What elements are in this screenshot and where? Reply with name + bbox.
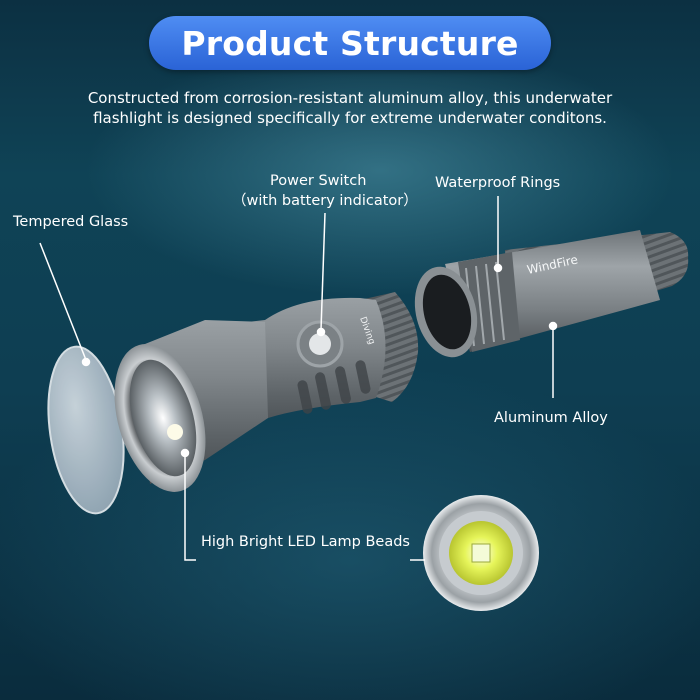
description-line-2: flashlight is designed specifically for … <box>93 109 607 127</box>
label-aluminum-alloy: Aluminum Alloy <box>494 410 608 426</box>
page-title: Product Structure <box>181 23 519 63</box>
product-description: Constructed from corrosion-resistant alu… <box>40 88 660 128</box>
label-tempered-glass: Tempered Glass <box>13 214 129 230</box>
label-power-switch: Power Switch <box>270 173 367 189</box>
callout-lines <box>39 196 558 561</box>
label-power-switch-note: （with battery indicator） <box>232 193 418 209</box>
led-closeup <box>423 495 539 611</box>
title-banner: Product Structure <box>149 16 551 70</box>
label-waterproof-rings: Waterproof Rings <box>435 175 561 191</box>
flashlight-head: Diving <box>114 292 419 492</box>
description-line-1: Constructed from corrosion-resistant alu… <box>87 89 613 107</box>
label-led-beads: High Bright LED Lamp Beads <box>201 534 410 550</box>
battery-tube: WindFire <box>414 230 689 358</box>
